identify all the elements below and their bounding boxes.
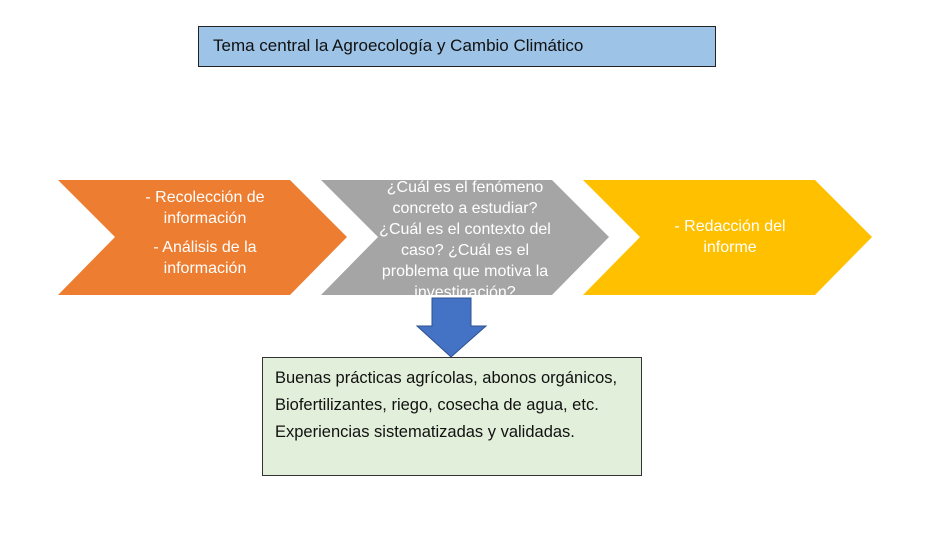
- central-theme-title: Tema central la Agroecología y Cambio Cl…: [213, 36, 584, 55]
- result-box: Buenas prácticas agrícolas, abonos orgán…: [262, 357, 642, 476]
- step-3-text: - Redacción del informe: [674, 218, 786, 256]
- step-2-text: ¿Cuál es el fenómeno concreto a estudiar…: [379, 179, 551, 295]
- down-arrow-icon: [415, 297, 488, 358]
- result-text: Buenas prácticas agrícolas, abonos orgán…: [275, 369, 618, 441]
- chevron-step-1: [58, 180, 347, 295]
- step-1-line-2: - Análisis de la información: [153, 239, 257, 277]
- step-1-text: - Recolección de información - Análisis …: [120, 187, 290, 279]
- central-theme-box: Tema central la Agroecología y Cambio Cl…: [198, 26, 716, 67]
- chevron-step-2: [321, 180, 609, 295]
- chevron-step-3: [583, 180, 872, 295]
- step-1-line-1: - Recolección de información: [145, 189, 265, 227]
